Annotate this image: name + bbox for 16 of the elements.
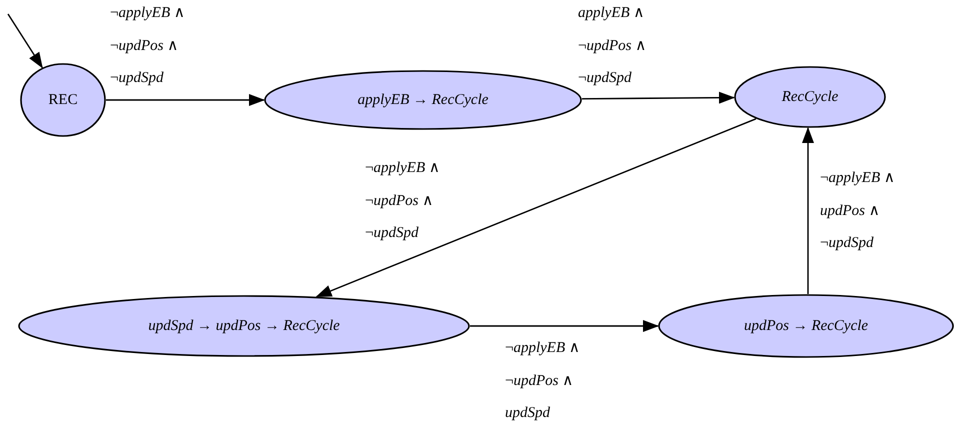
edge-label: ¬applyEB ∧ ¬updPos ∧ ¬updSpd: [365, 159, 441, 243]
state-label: applyEB → RecCycle: [358, 92, 488, 108]
transition-arrow: [802, 127, 814, 294]
edge-label: ¬applyEB ∧ ¬updPos ∧ updSpd: [505, 339, 581, 423]
edge-label: ¬applyEB ∧ ¬updPos ∧ ¬updSpd: [110, 4, 186, 88]
transition-arrow: [470, 320, 659, 332]
transition-arrow: [316, 118, 756, 298]
edge-label: applyEB ∧ ¬updPos ∧ ¬updSpd: [578, 4, 648, 88]
transition-arrow: [106, 94, 265, 106]
transition-arrow: [7, 14, 43, 68]
state-label: updSpd → updPos → RecCycle: [148, 318, 340, 334]
state-label: REC: [48, 92, 78, 108]
state-label: RecCycle: [782, 88, 838, 106]
transition-arrow: [582, 92, 735, 104]
edge-label: ¬applyEB ∧ updPos ∧ ¬updSpd: [820, 169, 896, 253]
state-label: updPos → RecCycle: [744, 318, 868, 334]
